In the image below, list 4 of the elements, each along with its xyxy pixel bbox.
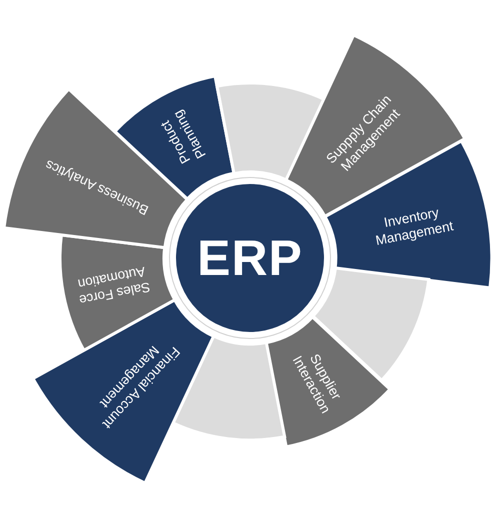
segment: [266, 316, 390, 446]
empty-segment: [216, 83, 324, 180]
hub-title: ERP: [197, 229, 303, 287]
segment-label: Sales Force Automation: [75, 262, 152, 308]
